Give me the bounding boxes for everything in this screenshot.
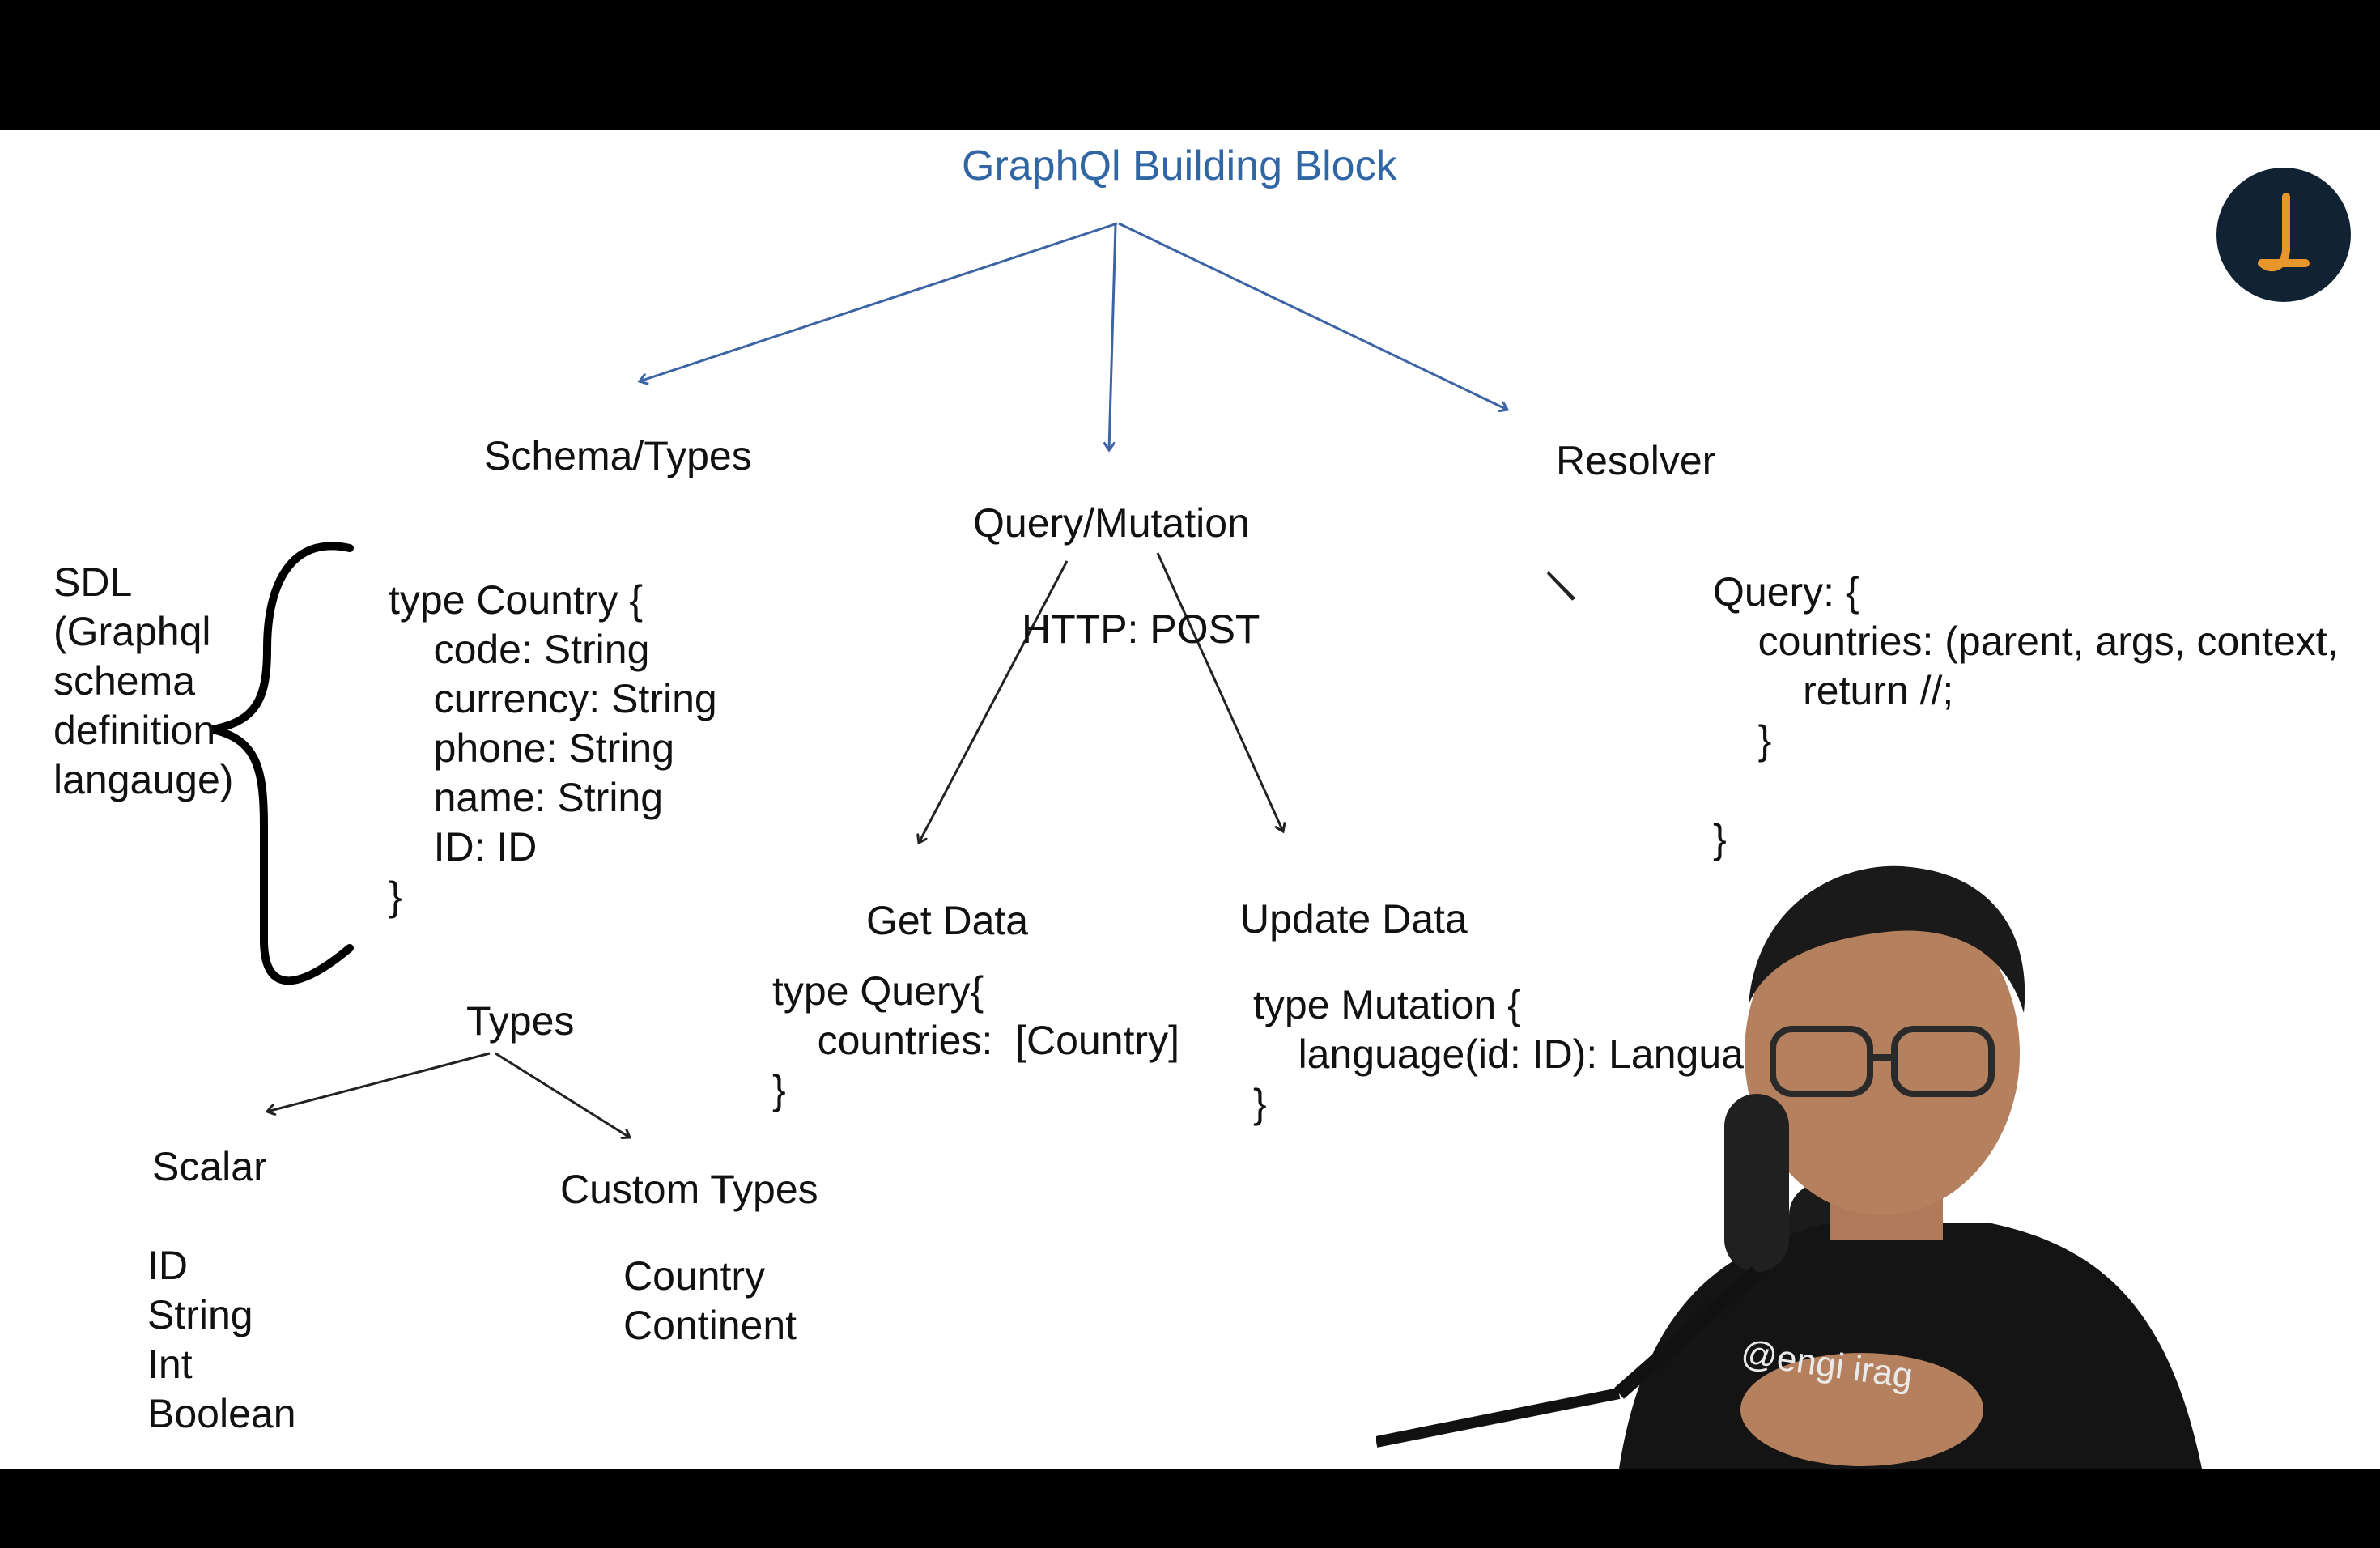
code-line: Query: { (1713, 569, 1859, 615)
arrow-to-schema (640, 222, 1118, 381)
code-line: type Query{ (772, 968, 984, 1014)
arrow-to-custom-types (495, 1052, 630, 1138)
code-line: currency: String (389, 676, 717, 721)
list-item: Continent (623, 1303, 797, 1348)
arrow-to-scalar (267, 1052, 491, 1112)
branch-schema-types: Schema/Types (484, 433, 752, 478)
code-line: } (1253, 1081, 1267, 1126)
code-line: } (1713, 717, 1772, 763)
sdl-line: definition (53, 708, 216, 753)
code-line: } (1713, 816, 1727, 861)
arrow-to-resolver (1118, 222, 1507, 410)
list-item: String (147, 1292, 253, 1337)
http-method-label: HTTP: POST (1022, 606, 1260, 652)
code-line: countries: [Country] (772, 1018, 1179, 1063)
branch-query-mutation: Query/Mutation (973, 500, 1250, 546)
list-item: ID (147, 1243, 188, 1288)
sdl-line: langauge) (53, 757, 234, 802)
diagram-lines (210, 222, 2380, 1469)
slide-canvas: GraphQl Building Block Schema/Types Quer… (0, 130, 2380, 1469)
scalar-label: Scalar (152, 1144, 267, 1189)
branch-resolver: Resolver (1556, 438, 1716, 483)
code-line: type Country { (389, 577, 644, 623)
page-title: GraphQl Building Block (962, 142, 1397, 189)
list-item: Boolean (147, 1391, 296, 1436)
presenter-video-icon (1376, 865, 2202, 1469)
code-line: name: String (389, 775, 664, 820)
sdl-line: (Graphql (53, 609, 211, 654)
code-line: } (389, 874, 402, 919)
sdl-line: schema (53, 658, 196, 704)
code-line: type Mutation { (1253, 982, 1521, 1027)
arrow-to-get-data (919, 560, 1069, 843)
types-label: Types (466, 998, 575, 1044)
code-line: return //; (1713, 668, 1954, 713)
get-data-label: Get Data (866, 898, 1029, 943)
sdl-curly-brace (210, 542, 354, 985)
code-line: phone: String (389, 725, 675, 771)
code-line: code: String (389, 627, 650, 672)
channel-logo-icon (2216, 168, 2351, 302)
update-data-label: Update Data (1240, 896, 1468, 942)
code-line: countries: (parent, args, context, (1713, 619, 2339, 664)
list-item: Int (147, 1342, 193, 1387)
sdl-line: SDL (53, 559, 133, 605)
custom-types-label: Custom Types (560, 1167, 818, 1212)
arrow-to-update-data (1156, 552, 1283, 831)
arrow-to-query-mutation (1109, 224, 1117, 450)
mouse-cursor-icon (1545, 568, 1579, 603)
code-line: } (772, 1067, 786, 1112)
code-line: ID: ID (389, 824, 538, 870)
list-item: Country (623, 1253, 766, 1299)
